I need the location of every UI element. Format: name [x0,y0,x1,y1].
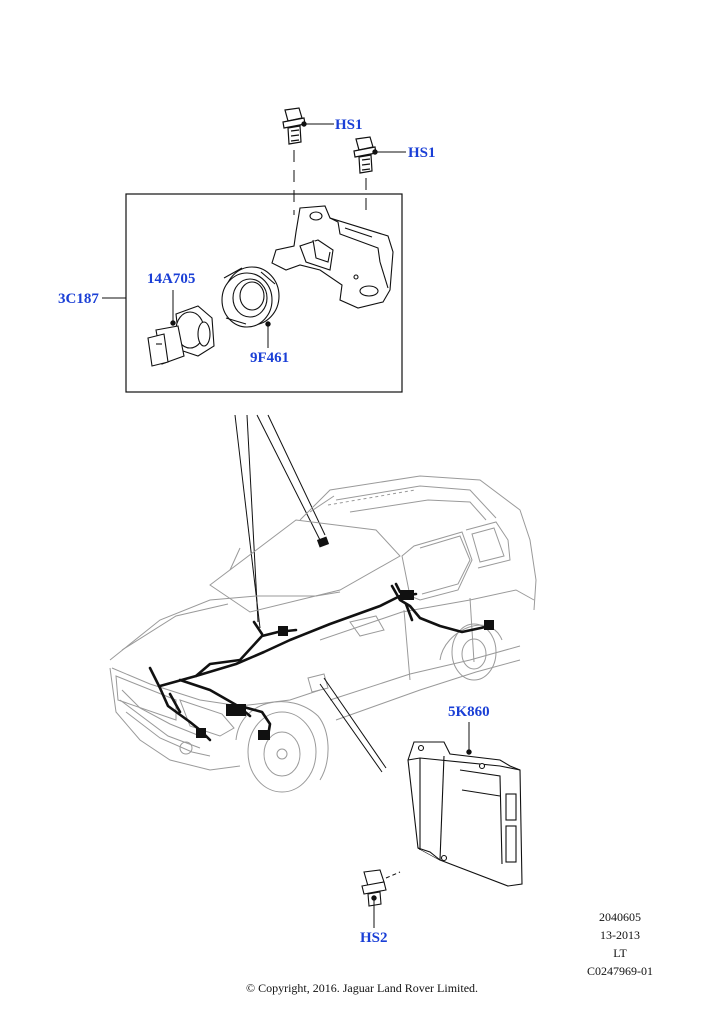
bracket-illustration [271,205,394,309]
callout-14a705: 14A705 [147,271,196,287]
callout-hs1-right: HS1 [408,145,436,161]
info-line-1: 2040605 [599,910,641,924]
info-line-2: 13-2013 [600,928,640,942]
vehicle-to-module-leaders [319,677,387,773]
hs1-leaders [301,121,406,155]
callout-5k860: 5K860 [448,704,490,720]
callout-hs2: HS2 [360,930,388,946]
kit-box-3c187 [125,193,403,393]
ring-leader [265,321,271,348]
bolt-hs2-leaders [371,871,401,928]
copyright-text: © Copyright, 2016. Jaguar Land Rover Lim… [245,981,479,995]
sensor-leader [170,290,176,326]
callout-9f461: 9F461 [250,350,290,366]
ring-illustration [221,266,280,328]
module-leader [466,722,472,755]
callout-hs1-top: HS1 [335,117,363,133]
info-line-3: LT [613,946,627,960]
bolt-hs2 [361,869,387,907]
bolt-alignment-lines [293,150,367,215]
box-to-vehicle-leaders [234,414,326,629]
vehicle-outline [109,475,537,793]
bolt-hs1-right [353,136,377,174]
wiring-harness [148,582,492,742]
bolt-hs1-top [282,107,306,145]
harness-connectors [196,536,494,740]
callout-3c187: 3C187 [58,291,99,307]
sensor-illustration [147,305,215,367]
module-illustration [407,741,523,887]
info-line-4: C0247969-01 [587,964,653,978]
